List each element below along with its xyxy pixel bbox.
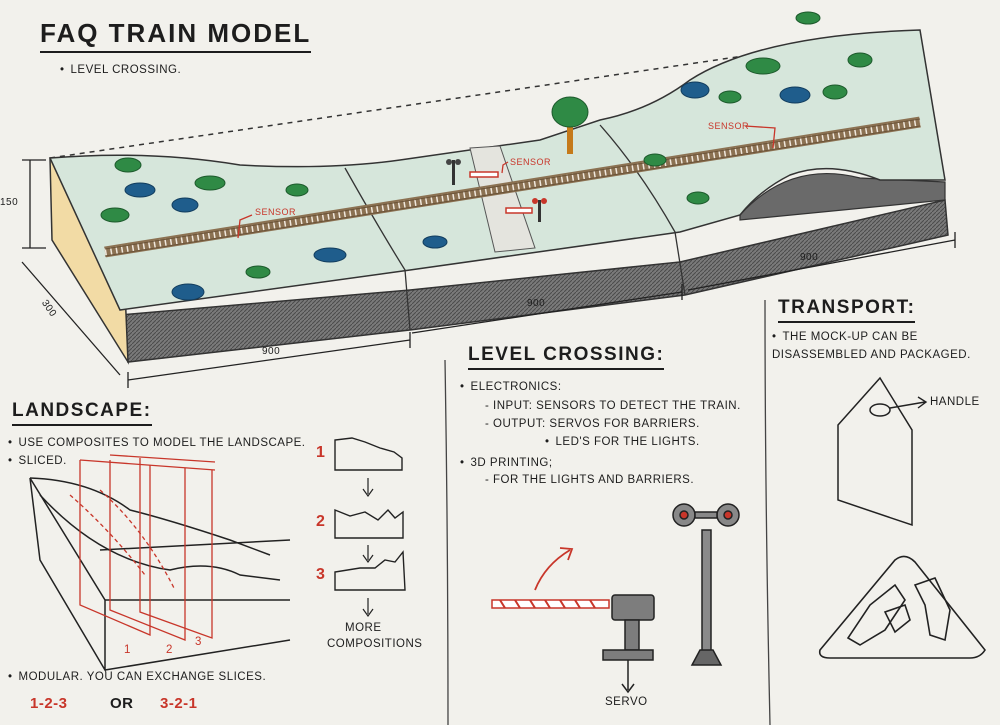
output-line: - OUTPUT: SERVOS FOR BARRIERS. [485,418,700,430]
bushes-green [100,11,873,279]
divider-right [764,299,771,725]
barrier-rotate-arrow [534,547,574,591]
slice-label-2: 2 [166,644,173,656]
servo-label: SERVO [605,696,648,708]
arrow-3-more [362,598,374,618]
rail-left [104,118,921,250]
dim-seg2: 900 [527,298,546,309]
transport-heading: TRANSPORT: [778,297,916,323]
servo-block [602,594,655,661]
level-crossing-heading: LEVEL CROSSING: [468,344,665,370]
joint-2 [599,124,686,296]
dim-seg2-line [411,284,683,334]
light-post [672,503,740,666]
printing-line: - FOR THE LIGHTS AND BARRIERS. [485,474,695,486]
more-label-line1: MORE [345,622,382,634]
modular-note: MODULAR. YOU CAN EXCHANGE SLICES. [8,671,266,683]
sensor-label-3: SENSOR [708,121,750,131]
tree-crown [551,96,589,128]
transport-line-2: DISASSEMBLED AND PACKAGED. [772,349,971,361]
input-line: - INPUT: SENSORS TO DETECT THE TRAIN. [485,400,741,412]
handle-label: HANDLE [930,396,980,408]
barrier-arm [491,599,610,609]
dim-depth-line [21,261,121,376]
model-base [119,199,949,363]
electronics-label: ELECTRONICS: [460,381,562,393]
more-label-line2: COMPOSITIONS [327,638,423,650]
slice-label-3: 3 [195,636,202,648]
sensor-arrow-3 [744,125,776,149]
profile-2 [334,508,404,539]
joint-1 [344,167,411,331]
dim-height: 150 [0,197,19,208]
order-or: OR [110,695,134,712]
landscape-bullet-sliced: SLICED. [8,455,67,467]
printing-label: 3D PRINTING; [460,457,553,469]
transport-line-1: THE MOCK-UP CAN BE [772,331,918,343]
servo-arrow [621,660,635,694]
dim-seg1-line [127,332,411,388]
landscape-bullet-composites: USE COMPOSITES TO MODEL THE LANDSCAPE. [8,437,306,449]
profile-1 [334,437,403,471]
barrier-stripes [499,599,596,609]
landscape-block-sketch [29,477,291,673]
tree-trunk [567,118,573,154]
divider-left [444,359,449,725]
handle-arrow [889,396,928,409]
rail-right [104,125,921,257]
transport-case [837,376,913,527]
model-barrier-2 [505,207,533,214]
arrow-2-3 [362,545,374,564]
dim-height-line [22,159,46,249]
sequence-number-2: 2 [316,513,327,530]
profile-3 [334,550,406,591]
model-barrier-1 [469,171,499,178]
arrow-1-2 [362,478,374,498]
sequence-number-3: 3 [316,566,327,583]
slice-planes [69,454,216,641]
subtitle: LEVEL CROSSING. [60,64,181,76]
transport-triangle [818,555,986,659]
sensor-label-1: SENSOR [255,207,297,217]
sensor-label-2: SENSOR [510,157,552,167]
model-signal-right [532,198,547,222]
sensor-arrow-2 [501,161,509,174]
page-title: FAQ TRAIN MODEL [40,18,312,53]
sensor-arrow-1 [237,214,253,239]
dim-seg1: 900 [262,346,281,357]
dim-seg3: 900 [800,252,819,263]
order-123: 1-2-3 [30,695,68,712]
order-321: 3-2-1 [160,695,198,712]
tunnel-hill [739,172,946,221]
sequence-number-1: 1 [316,444,327,461]
model-signal-left [446,159,461,185]
bushes-blue [124,81,811,301]
landscape-heading: LANDSCAPE: [12,400,152,426]
dim-seg3-line [687,232,956,291]
slice-label-1: 1 [124,644,131,656]
leds-line: LED'S FOR THE LIGHTS. [545,436,700,448]
